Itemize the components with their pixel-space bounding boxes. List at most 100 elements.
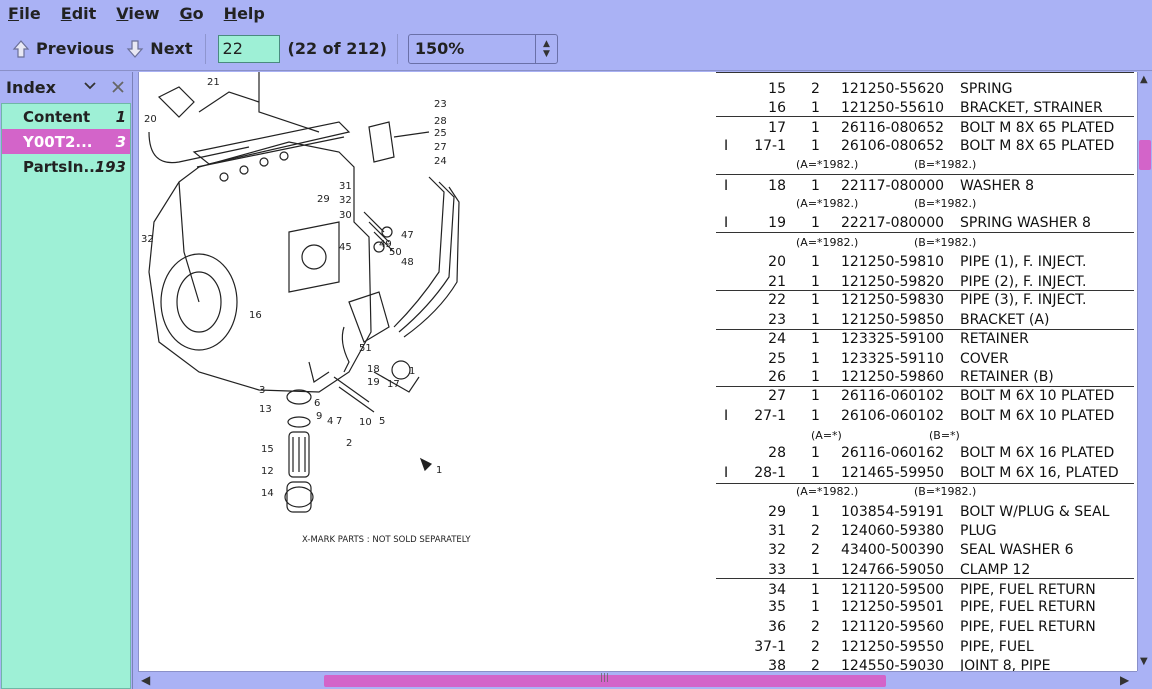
part-description: BOLT M 8X 65 PLATED [960, 120, 1115, 136]
horizontal-scrollbar[interactable]: ◀ ||| ▶ [138, 671, 1137, 689]
menu-edit[interactable]: Edit [60, 4, 97, 23]
ref-number: 28-1 [754, 465, 786, 481]
quantity: 1 [811, 504, 820, 520]
menu-go[interactable]: Go [179, 4, 204, 23]
quantity: 1 [811, 388, 820, 404]
svg-text:28: 28 [434, 116, 447, 127]
spec-note: (B=*1982.) [914, 485, 977, 498]
ref-number: 20 [768, 254, 786, 270]
part-number: 26106-080652 [841, 138, 945, 154]
index-item-y00t2[interactable]: Y00T2... 3 [2, 129, 130, 154]
svg-text:48: 48 [401, 257, 414, 268]
svg-text:25: 25 [434, 128, 447, 139]
index-item-partsin[interactable]: PartsIn... 193 [23, 157, 126, 176]
zoom-select[interactable]: 150% ▲▼ [407, 33, 558, 64]
close-icon[interactable] [112, 81, 124, 93]
quantity: 2 [811, 639, 820, 655]
svg-text:14: 14 [261, 488, 274, 499]
exploded-parts-diagram: 21 20 23 28 25 27 24 31 32 29 30 49 47 5… [141, 72, 471, 545]
part-description: COVER [960, 351, 1009, 367]
part-number: 124550-59030 [841, 658, 945, 671]
ref-number: 33 [768, 562, 786, 578]
vertical-scrollbar[interactable]: ▲ ▼ [1137, 72, 1152, 671]
quantity: 1 [811, 254, 820, 270]
part-description: PIPE (3), F. INJECT. [960, 292, 1087, 308]
previous-label: Previous [36, 39, 115, 58]
zoom-value: 150% [414, 39, 465, 58]
menu-view[interactable]: View [116, 4, 160, 23]
svg-text:31: 31 [339, 181, 352, 192]
quantity: 1 [811, 369, 820, 385]
menu-bar: File Edit View Go Help [0, 0, 1152, 27]
ref-number: 27-1 [754, 408, 786, 424]
toolbar-separator [396, 33, 398, 64]
quantity: 1 [811, 351, 820, 367]
sidebar-title: Index [6, 77, 56, 97]
arrow-down-icon [126, 39, 144, 58]
ref-number: 27 [768, 388, 786, 404]
part-number: 123325-59110 [841, 351, 945, 367]
previous-button[interactable]: Previous [6, 33, 120, 65]
page-number-input[interactable] [217, 34, 280, 63]
ref-number: 36 [768, 619, 786, 635]
ref-number: 31 [768, 523, 786, 539]
table-divider [716, 116, 1134, 117]
menu-file[interactable]: File [8, 4, 41, 23]
spec-note: (A=*1982.) [796, 158, 859, 171]
svg-text:47: 47 [401, 230, 414, 241]
ref-number: 35 [768, 599, 786, 615]
scroll-right-icon[interactable]: ▶ [1120, 673, 1130, 687]
scroll-left-icon[interactable]: ◀ [141, 673, 151, 687]
part-description: JOINT 8, PIPE [960, 658, 1051, 671]
part-description: BOLT M 6X 16 PLATED [960, 445, 1115, 461]
next-button[interactable]: Next [120, 33, 198, 65]
scroll-down-icon[interactable]: ▼ [1140, 656, 1148, 667]
scroll-up-icon[interactable]: ▲ [1140, 74, 1148, 85]
svg-text:27: 27 [434, 142, 447, 153]
svg-text:10: 10 [359, 417, 372, 428]
vertical-scroll-thumb[interactable] [1139, 140, 1151, 170]
document-view[interactable]: 21 20 23 28 25 27 24 31 32 29 30 49 47 5… [138, 72, 1137, 671]
part-number: 121465-59950 [841, 465, 945, 481]
quantity: 1 [811, 312, 820, 328]
horizontal-scroll-thumb[interactable] [324, 675, 886, 687]
part-description: BRACKET, STRAINER [960, 100, 1103, 116]
ref-number: 32 [768, 542, 786, 558]
spec-note: (B=*1982.) [914, 197, 977, 210]
part-description: SEAL WASHER 6 [960, 542, 1074, 558]
menu-help[interactable]: Help [223, 4, 265, 23]
scrollbar-corner [1137, 671, 1152, 689]
toolbar-separator [204, 33, 206, 64]
svg-text:45: 45 [339, 242, 352, 253]
part-number: 121250-59860 [841, 369, 945, 385]
ref-number: 23 [768, 312, 786, 328]
part-number: 124766-59050 [841, 562, 945, 578]
part-description: CLAMP 12 [960, 562, 1031, 578]
svg-text:24: 24 [434, 156, 447, 167]
part-description: PIPE (2), F. INJECT. [960, 274, 1087, 290]
part-mark: I [724, 215, 729, 231]
arrow-up-icon [12, 39, 30, 58]
part-number: 121250-59810 [841, 254, 945, 270]
part-description: PIPE, FUEL RETURN [960, 599, 1096, 615]
spec-note: (B=*1982.) [914, 158, 977, 171]
zoom-spinner-icon[interactable]: ▲▼ [534, 34, 557, 63]
table-divider [716, 72, 1134, 73]
chevron-down-icon[interactable] [84, 81, 96, 91]
part-number: 121250-59550 [841, 639, 945, 655]
quantity: 1 [811, 215, 820, 231]
quantity: 1 [811, 274, 820, 290]
svg-text:6: 6 [314, 398, 320, 409]
index-item-content[interactable]: Content 1 [23, 107, 126, 126]
spec-note: (B=*) [929, 429, 960, 442]
